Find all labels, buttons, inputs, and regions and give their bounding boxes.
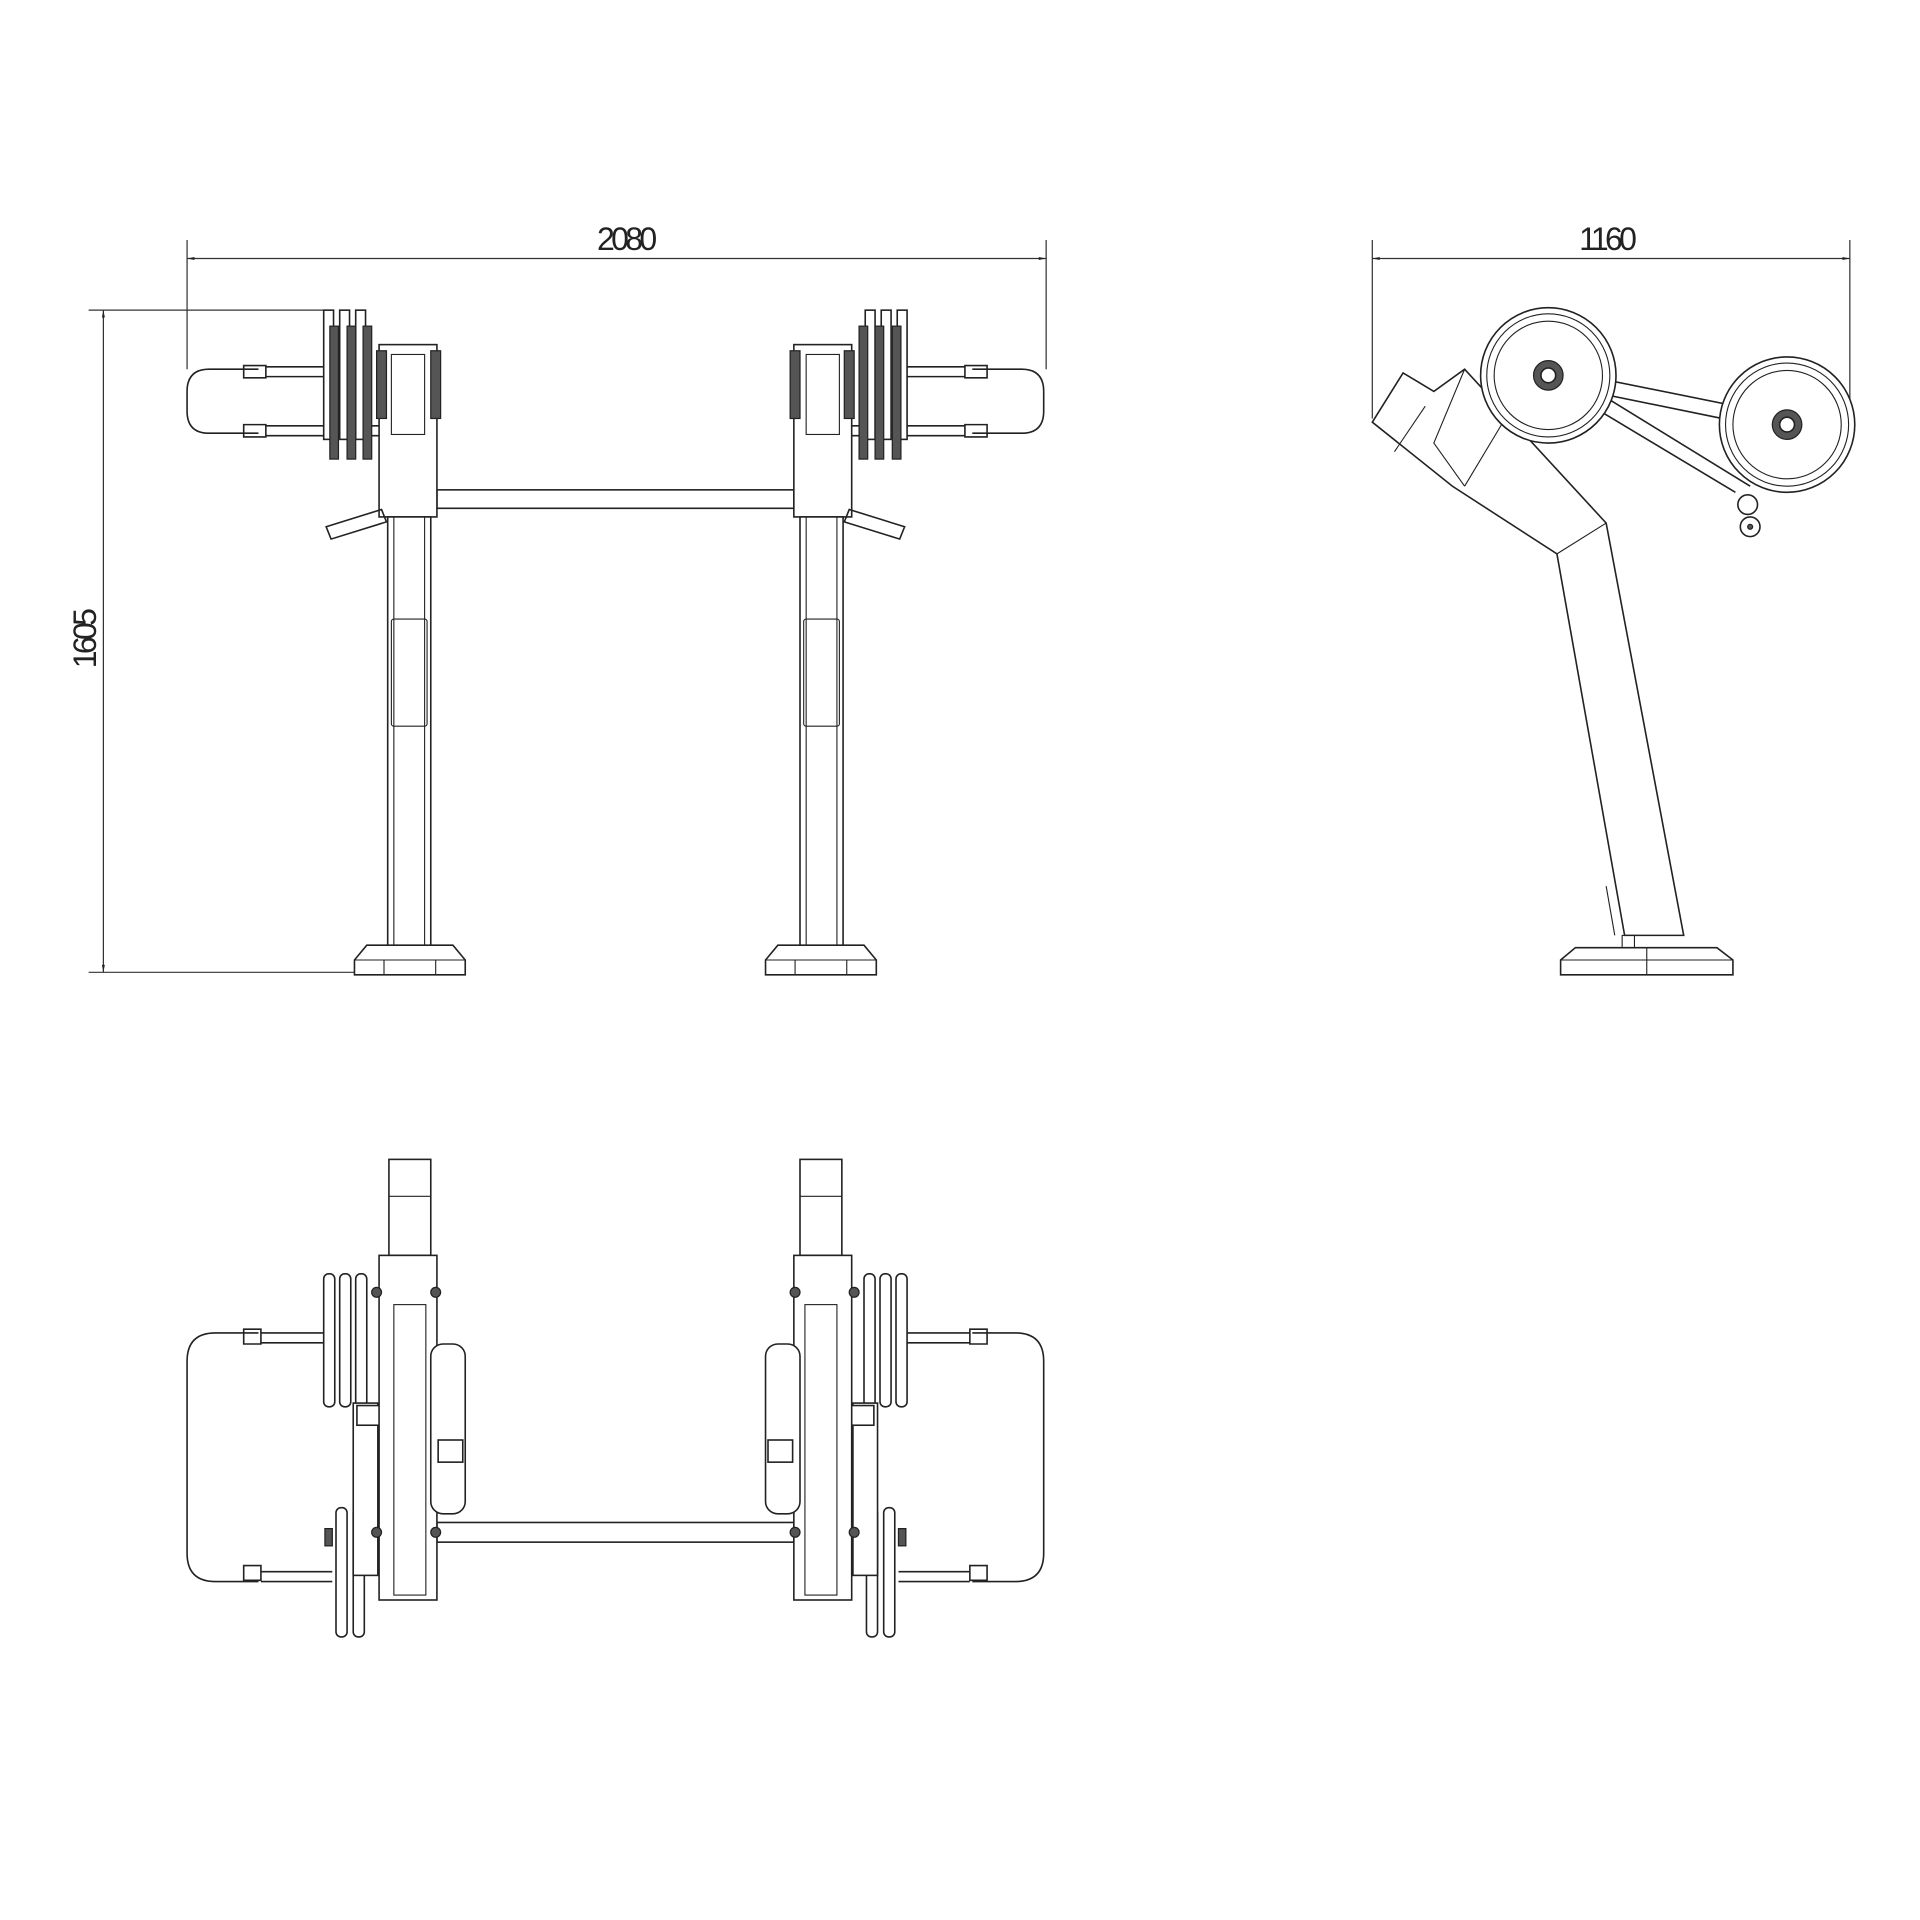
weight-plate-upper [1479,306,1617,444]
side-view: 1160 [1371,221,1856,976]
left-station-top [186,1158,467,1638]
top-view [186,1158,1045,1638]
weight-plate-lower [1718,356,1856,494]
side-frame [1371,368,1734,976]
dimension-label-depth: 1160 [1579,221,1636,257]
crossbar [436,489,795,510]
side-dimension-width: 1160 [1371,221,1851,425]
right-station-front [764,309,1045,976]
front-dimension-width: 2080 [186,221,1047,370]
dimension-label-width: 2080 [597,221,656,257]
top-crossbar [436,1521,795,1543]
front-view: 2080 1605 [67,221,1047,976]
left-station-front [186,309,467,976]
front-dimension-height: 1605 [67,309,357,973]
dimension-label-height: 1605 [67,609,103,668]
side-arm [1553,368,1785,538]
right-station-top [764,1158,1045,1638]
